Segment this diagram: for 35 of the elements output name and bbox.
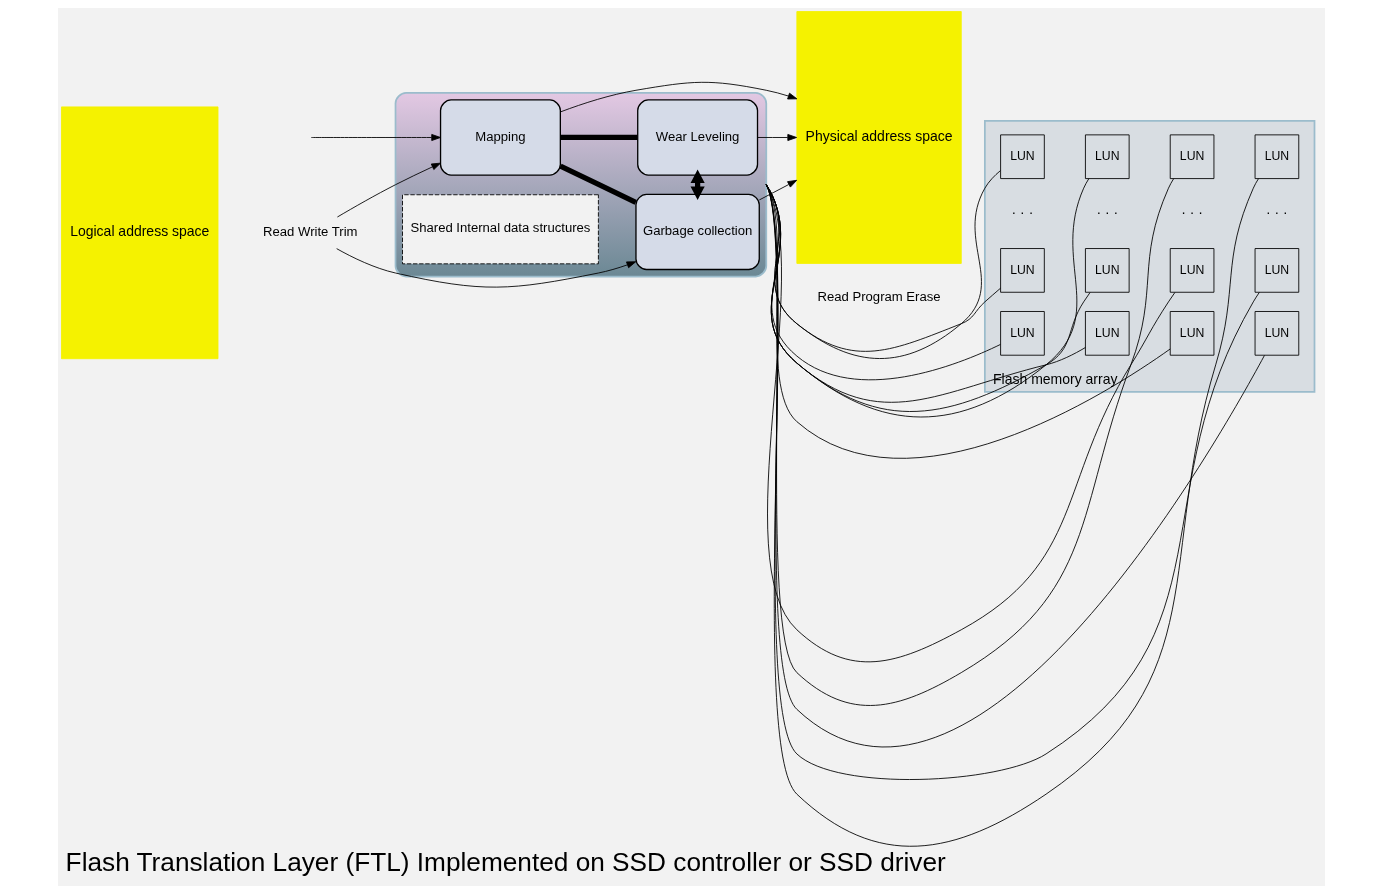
node-box: Garbage collection [635,193,760,271]
arrow [336,248,637,288]
arrow [310,134,441,141]
node-box: LUN [1085,248,1130,293]
node-box: LUN [1169,248,1215,293]
arrow [757,134,797,141]
arrow [690,169,705,200]
cluster [394,92,768,278]
label: · · · [1011,203,1034,220]
arrow [560,81,798,113]
label: · · · [1096,203,1119,220]
caption: Flash Translation Layer (FTL) Implemented on SSD controller or SSD driver [65,847,946,878]
connector [559,163,637,205]
node-box: Mapping [439,99,561,176]
node-box: LUN [1169,134,1215,179]
label: · · · [1181,203,1203,220]
node-text: Read Write Trim [263,223,358,239]
node-text: Read Program Erase [817,289,941,305]
node-box: Physical address space [796,11,962,264]
node-box: LUN [1254,311,1300,356]
label: · · · [1266,203,1288,220]
node-box: LUN [1254,134,1300,179]
node-box: Shared Internal data structures [402,194,599,265]
node-box: LUN [1085,134,1130,179]
node-box: LUN [1000,134,1045,179]
node-box: LUN [1000,311,1045,356]
arrow [336,162,441,218]
connector [560,134,638,141]
node-box: Wear Leveling [637,99,759,176]
node-box: Logical address space [61,106,219,360]
node-box: LUN [1085,311,1130,356]
node-box: LUN [1169,311,1215,356]
node-box: LUN [1000,248,1045,293]
arrow [758,179,798,201]
node-box: LUN [1254,248,1300,293]
